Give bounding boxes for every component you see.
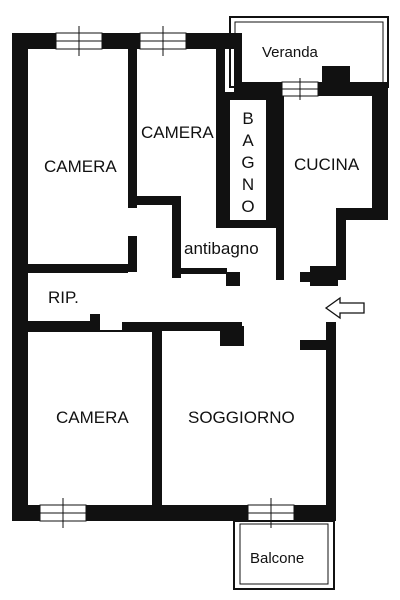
window-sashes bbox=[40, 26, 318, 528]
veranda-chimney bbox=[322, 66, 350, 86]
room-label-balcone: Balcone bbox=[250, 550, 304, 567]
balcone-outline bbox=[233, 520, 335, 590]
room-label-cucina: CUCINA bbox=[294, 155, 360, 174]
room-label-camera-top-mid: CAMERA bbox=[141, 123, 214, 142]
room-label-camera-top-left: CAMERA bbox=[44, 157, 117, 176]
arrow-left-outline-icon bbox=[324, 296, 365, 320]
room-label-camera-bottom: CAMERA bbox=[56, 408, 129, 427]
room-label-soggiorno: SOGGIORNO bbox=[188, 408, 295, 427]
internal-walls bbox=[28, 40, 338, 505]
room-label-ripostiglio: RIP. bbox=[48, 288, 79, 307]
room-label-antibagno: antibagno bbox=[184, 239, 259, 258]
room-label-veranda: Veranda bbox=[262, 44, 319, 61]
